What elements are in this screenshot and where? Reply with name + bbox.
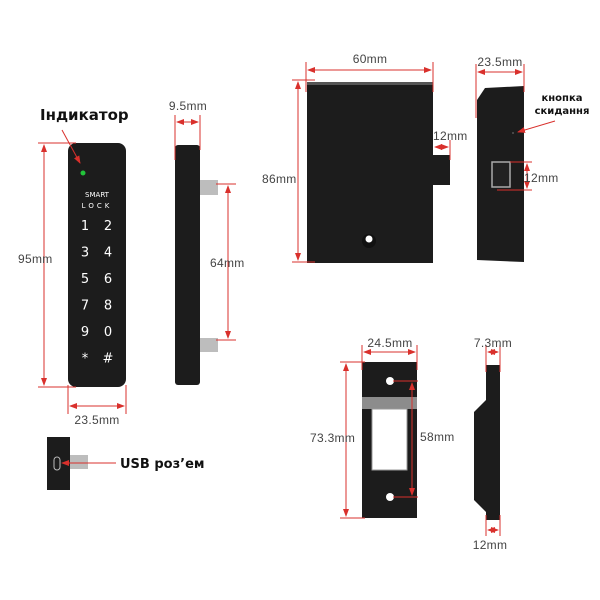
brand-lock: LOCK xyxy=(82,202,113,210)
usb-label: USB роз’ем xyxy=(120,457,205,472)
strike-plate-front-view xyxy=(362,362,417,518)
keypad-key[interactable]: 5 xyxy=(81,272,89,287)
keypad-key[interactable]: # xyxy=(103,352,114,367)
lock-body-side-view xyxy=(477,86,524,262)
indicator-label: Індикатор xyxy=(40,106,129,124)
keypad-key[interactable]: 0 xyxy=(104,325,112,340)
keypad-width-label: 23.5mm xyxy=(74,413,119,427)
brand-smart: SMART xyxy=(85,191,110,199)
reset-button-label-1: кнопка xyxy=(541,93,582,104)
strike-side-label: 12mm xyxy=(473,538,508,552)
keypad-key[interactable]: 1 xyxy=(81,219,89,234)
keypad-key[interactable]: * xyxy=(82,352,89,367)
keypad-side-view xyxy=(175,145,218,385)
pin-spacing-label: 64mm xyxy=(210,256,245,270)
usb-port-icon xyxy=(53,456,61,471)
latch-height-label: 12mm xyxy=(524,171,559,185)
body-height-label: 86mm xyxy=(262,172,297,186)
reset-button-icon[interactable] xyxy=(512,132,514,134)
keypad-key[interactable]: 7 xyxy=(81,299,89,314)
keypad-height-label: 95mm xyxy=(18,252,53,266)
keypad-key[interactable]: 8 xyxy=(104,299,112,314)
keypad-key[interactable]: 6 xyxy=(104,272,112,287)
strike-depth-label: 7.3mm xyxy=(474,336,512,350)
body-width-label: 60mm xyxy=(353,52,388,66)
body-depth-label: 23.5mm xyxy=(477,55,522,69)
usb-port-view xyxy=(47,437,88,490)
indicator-led xyxy=(80,170,86,176)
lock-body-front-view xyxy=(307,82,450,263)
bolt-length-label: 12mm xyxy=(433,129,468,143)
keypad-key[interactable]: 2 xyxy=(104,219,112,234)
reset-button-label-2: скидання xyxy=(535,106,590,117)
strike-width-label: 24.5mm xyxy=(367,336,412,350)
keypad-key[interactable]: 3 xyxy=(81,246,89,261)
keypad-key[interactable]: 4 xyxy=(104,246,112,261)
strike-hole-spacing-label: 58mm xyxy=(420,430,455,444)
strike-plate-side-view xyxy=(474,365,500,520)
keypad-depth-label: 9.5mm xyxy=(169,99,207,113)
strike-height-label: 73.3mm xyxy=(310,431,355,445)
keypad-key[interactable]: 9 xyxy=(81,325,89,340)
